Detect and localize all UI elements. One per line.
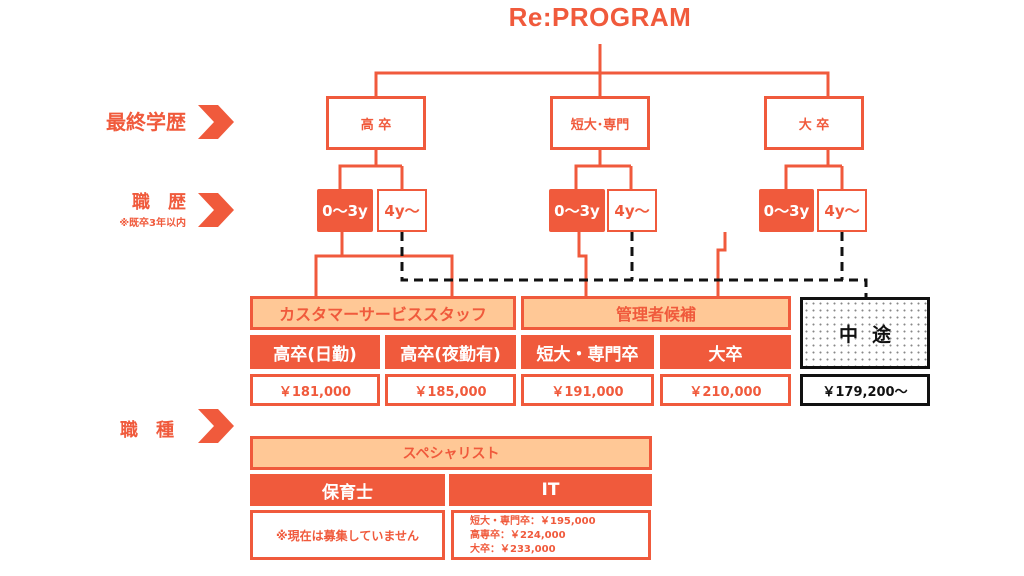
job-uni-grad: 大卒: [660, 335, 791, 369]
job-hs-day: 高卒(日勤): [250, 335, 380, 369]
connector-education-branch: [374, 71, 830, 96]
experience-uni-early: 0〜3y: [759, 189, 814, 232]
job-it: IT: [449, 474, 652, 506]
salary-jc-grad: ￥191,000: [521, 374, 654, 406]
job-hs-night: 高卒(夜勤有): [385, 335, 516, 369]
connector-uni-early: [716, 232, 727, 297]
education-high-school: 高 卒: [326, 96, 426, 150]
experience-hs-later: 4y〜: [377, 189, 427, 232]
job-jc-grad: 短大・専門卒: [521, 335, 654, 369]
experience-jc-later: 4y〜: [607, 189, 657, 232]
it-salary-list: 短大・専門卒：￥195,000 高専卒：￥224,000 大卒：￥233,000: [451, 510, 651, 560]
education-university: 大 卒: [764, 96, 864, 150]
row-label-experience: 職 歴: [132, 192, 186, 213]
category-specialist: スペシャリスト: [250, 436, 652, 470]
salary-mid-career: ￥179,200〜: [800, 374, 930, 406]
experience-note: ※既卒3年以内: [119, 218, 186, 229]
it-salary-uni: 大卒：￥233,000: [470, 544, 556, 555]
chevron-right-icon: [198, 193, 234, 227]
connector-later-dashed: [400, 232, 868, 297]
connector-hs-exp: [338, 149, 378, 189]
salary-uni-grad: ￥210,000: [660, 374, 791, 406]
connector-jc-exp: [574, 149, 602, 189]
it-salary-kosen: 高専卒：￥224,000: [470, 530, 566, 541]
experience-uni-later: 4y〜: [817, 189, 867, 232]
category-manager-candidate: 管理者候補: [521, 296, 791, 330]
row-label-job-type: 職 種: [120, 420, 174, 441]
row-label-education: 最終学歴: [106, 110, 186, 134]
education-junior-college: 短大･専門: [550, 96, 650, 150]
connector-jc-early: [577, 232, 588, 297]
category-mid-career: 中途: [800, 297, 930, 369]
experience-jc-early: 0〜3y: [549, 189, 605, 232]
experience-hs-early: 0〜3y: [317, 189, 373, 232]
job-childcare: 保育士: [250, 474, 445, 506]
it-salary-jc: 短大・専門卒：￥195,000: [470, 516, 596, 527]
diagram-title: Re:PROGRAM: [508, 2, 692, 32]
salary-hs-night: ￥185,000: [385, 374, 516, 406]
connector-hs-early: [314, 232, 344, 297]
connector-uni-exp: [784, 149, 830, 189]
salary-hs-day: ￥181,000: [250, 374, 380, 406]
category-customer-service: カスタマーサービススタッフ: [250, 296, 516, 330]
childcare-note: ※現在は募集していません: [250, 510, 445, 560]
chevron-right-icon: [198, 409, 234, 443]
chevron-right-icon: [198, 105, 234, 139]
